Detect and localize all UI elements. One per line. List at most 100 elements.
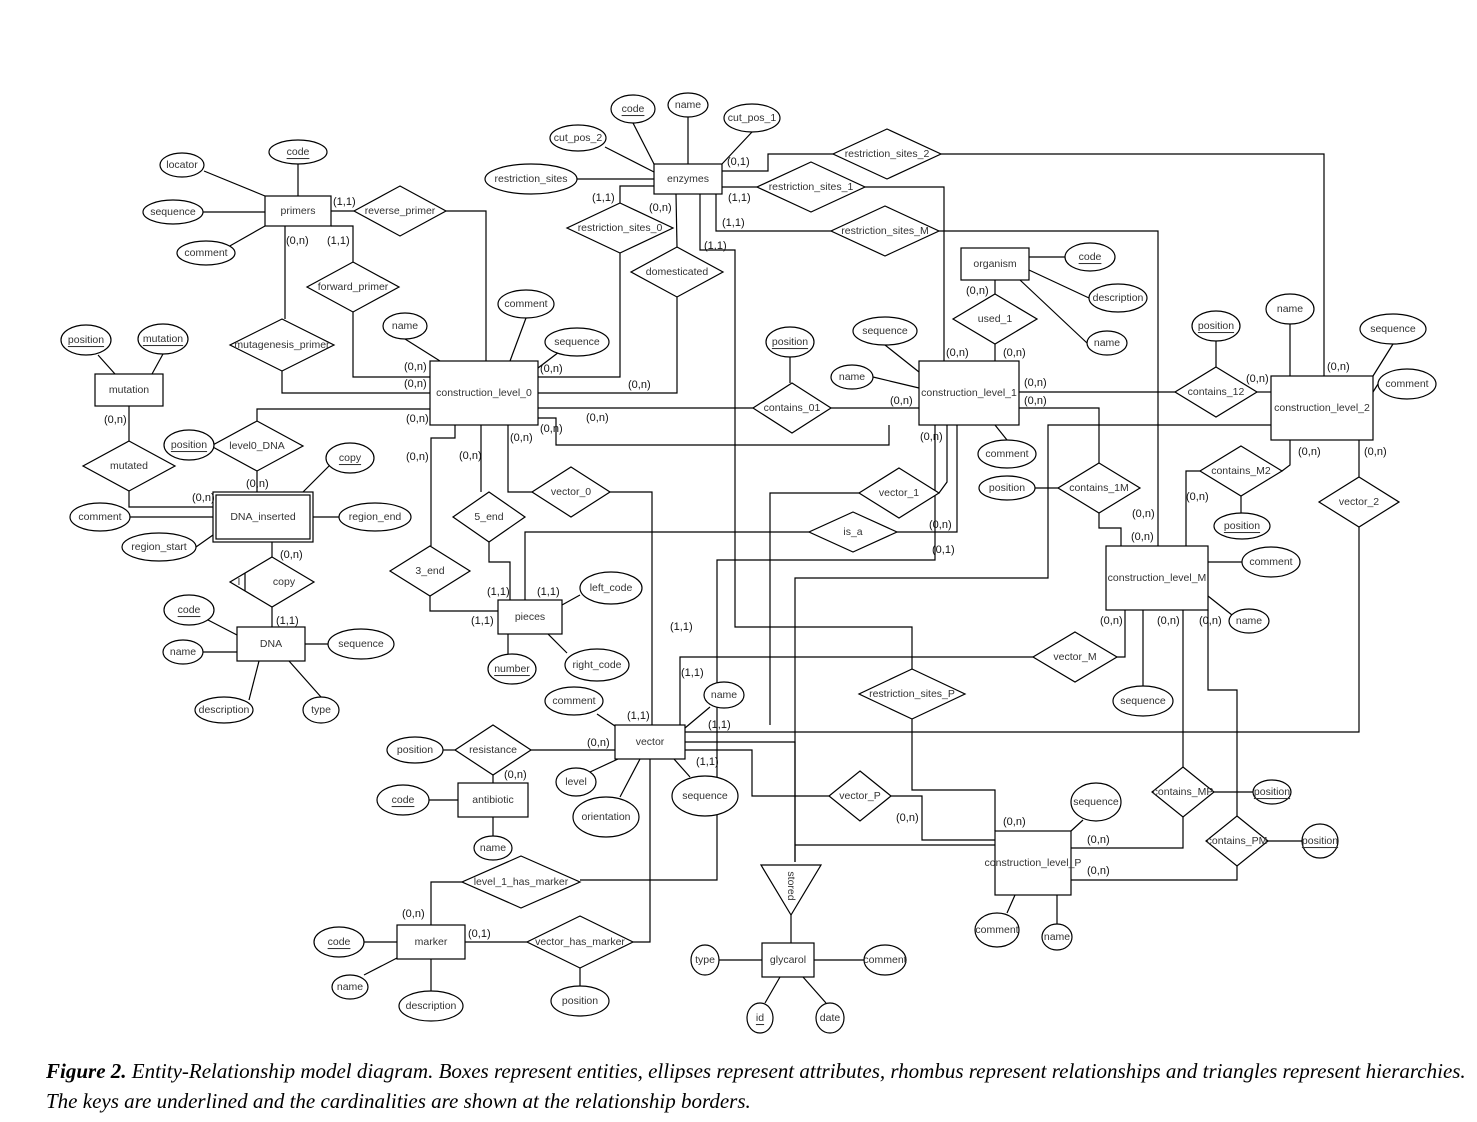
entity-glycerol[interactable]: glycarol: [761, 942, 815, 978]
attribute-vector-comment[interactable]: comment: [544, 686, 604, 716]
entity-construction-level-2[interactable]: construction_level_2: [1270, 375, 1374, 441]
attribute-construction-level-m-name[interactable]: name: [1228, 608, 1270, 634]
attribute-primers-code[interactable]: code: [268, 139, 328, 165]
attribute-organism-description[interactable]: description: [1088, 283, 1148, 313]
entity-antibiotic[interactable]: antibiotic: [457, 782, 529, 818]
attribute-construction-level-m-comment[interactable]: comment: [1241, 546, 1301, 578]
attribute-pieces-number[interactable]: number: [487, 653, 537, 685]
relationship-forward-primer[interactable]: forward_primer: [305, 261, 401, 313]
attribute-marker-description[interactable]: description: [398, 990, 464, 1022]
attribute-enzymes-code[interactable]: code: [610, 94, 656, 124]
entity-dna-inserted[interactable]: DNA_inserted: [212, 491, 314, 543]
entity-enzymes[interactable]: enzymes: [653, 163, 723, 195]
relationship-contains-1m[interactable]: contains_1M: [1056, 462, 1142, 514]
attribute-construction-level-0-name[interactable]: name: [382, 312, 428, 340]
entity-construction-level-1[interactable]: construction_level_1: [918, 360, 1020, 426]
attribute-pieces-right-code[interactable]: right_code: [564, 648, 630, 682]
attribute-organism-name[interactable]: name: [1086, 330, 1128, 356]
attribute-glycerol-date[interactable]: date: [815, 1002, 845, 1034]
attribute-pieces-left-code[interactable]: left_code: [579, 571, 643, 605]
entity-construction-level-p[interactable]: construction_level_P: [985, 830, 1082, 896]
attribute-primers-locator[interactable]: locator: [159, 152, 205, 178]
attribute-glycerol-type[interactable]: type: [690, 944, 720, 976]
relationship-restriction-sites-0[interactable]: restriction_sites_0: [565, 202, 675, 254]
relationship-used-1[interactable]: used_1: [951, 293, 1039, 345]
attribute-contains-1m-position[interactable]: position: [978, 475, 1036, 501]
relationship-contains-m2[interactable]: contains_M2: [1198, 445, 1284, 497]
attribute-primers-sequence[interactable]: sequence: [142, 199, 204, 225]
entity-primers[interactable]: primers: [264, 195, 332, 227]
relationship-resistance[interactable]: resistance: [453, 724, 533, 776]
attribute-vector-name[interactable]: name: [703, 681, 745, 709]
attribute-construction-level-1-name[interactable]: name: [830, 364, 874, 390]
attribute-construction-level-p-name[interactable]: name: [1041, 923, 1073, 951]
attribute-dna-description[interactable]: description: [194, 696, 254, 724]
attribute-construction-level-p-comment[interactable]: comment: [974, 912, 1020, 948]
relationship-level-1-has-marker[interactable]: level_1_has_marker: [460, 855, 582, 909]
attribute-contains-pm-position[interactable]: position: [1301, 823, 1339, 859]
attribute-vector-orientation[interactable]: orientation: [572, 796, 640, 838]
entity-pieces[interactable]: pieces: [497, 599, 563, 635]
attribute-marker-code[interactable]: code: [313, 926, 365, 958]
attribute-organism-code[interactable]: code: [1064, 242, 1116, 272]
attribute-dna-inserted-copy[interactable]: copy: [325, 442, 375, 474]
attribute-contains-m2-position[interactable]: position: [1213, 512, 1271, 540]
attribute-construction-level-0-sequence[interactable]: sequence: [544, 327, 610, 357]
relationship-restriction-sites-m[interactable]: restriction_sites_M: [829, 205, 941, 257]
relationship-vector-has-marker[interactable]: vector_has_marker: [525, 915, 635, 969]
attribute-enzymes-name[interactable]: name: [667, 92, 709, 118]
attribute-dna-code[interactable]: code: [163, 594, 215, 626]
attribute-mutation-mutation[interactable]: mutation: [137, 323, 189, 355]
relationship-contains-pm[interactable]: contains_PM: [1205, 815, 1269, 867]
hierarchy-stored[interactable]: stored: [759, 864, 823, 917]
relationship-3-end[interactable]: 3_end: [388, 545, 472, 597]
relationship-mutated[interactable]: mutated: [81, 440, 177, 492]
attribute-dna-inserted-region-start[interactable]: region_start: [121, 532, 197, 562]
relationship-vector-2[interactable]: vector_2: [1317, 476, 1401, 528]
attribute-enzymes-cut-pos-1[interactable]: cut_pos_1: [723, 103, 781, 133]
attribute-dna-type[interactable]: type: [302, 696, 340, 724]
relationship-5-end[interactable]: 5_end: [451, 491, 527, 543]
attribute-dna-inserted-comment[interactable]: comment: [69, 502, 131, 532]
relationship-is-a[interactable]: is_a: [807, 511, 899, 553]
attribute-glycerol-id[interactable]: id: [746, 1002, 774, 1034]
attribute-vector-has-marker-position[interactable]: position: [550, 985, 610, 1017]
attribute-construction-level-m-sequence[interactable]: sequence: [1112, 685, 1174, 717]
attribute-glycerol-comment[interactable]: comment: [863, 944, 907, 976]
attribute-construction-level-0-comment[interactable]: comment: [497, 289, 555, 319]
attribute-primers-comment[interactable]: comment: [176, 240, 236, 266]
entity-mutation[interactable]: mutation: [94, 373, 164, 407]
attribute-level0-dna-position[interactable]: position: [163, 429, 215, 461]
entity-vector[interactable]: vector: [614, 724, 686, 760]
relationship-level0-dna[interactable]: level0_DNA: [209, 420, 305, 472]
attribute-contains-01-position[interactable]: position: [765, 326, 815, 358]
attribute-vector-level[interactable]: level: [555, 767, 597, 797]
attribute-construction-level-1-sequence[interactable]: sequence: [852, 316, 918, 346]
attribute-antibiotic-code[interactable]: code: [376, 784, 430, 816]
relationship-domesticated[interactable]: domesticated: [629, 246, 725, 298]
relationship-reverse-primer[interactable]: reverse_primer: [352, 185, 448, 237]
relationship-contains-12[interactable]: contains_12: [1173, 366, 1259, 418]
attribute-contains-mp-position[interactable]: position: [1252, 779, 1292, 805]
entity-organism[interactable]: organism: [960, 247, 1030, 281]
relationship-vector-p[interactable]: vector_P: [828, 770, 892, 822]
relationship-restriction-sites-p[interactable]: restriction_sites_P: [857, 668, 967, 720]
relationship-vector-1[interactable]: vector_1: [857, 467, 941, 519]
entity-marker[interactable]: marker: [396, 924, 466, 960]
relationship-restriction-sites-2[interactable]: restriction_sites_2: [831, 128, 943, 180]
attribute-dna-sequence[interactable]: sequence: [327, 628, 395, 660]
attribute-construction-level-1-comment[interactable]: comment: [977, 439, 1037, 469]
attribute-antibiotic-name[interactable]: name: [473, 835, 513, 861]
entity-construction-level-0[interactable]: construction_level_0: [429, 360, 539, 426]
attribute-dna-inserted-region-end[interactable]: region_end: [338, 502, 412, 532]
attribute-construction-level-2-comment[interactable]: comment: [1377, 368, 1437, 400]
entity-construction-level-m[interactable]: construction_level_M: [1105, 545, 1209, 611]
entity-dna[interactable]: DNA: [236, 626, 306, 662]
attribute-construction-level-p-sequence[interactable]: sequence: [1070, 782, 1122, 822]
attribute-resistance-position[interactable]: position: [386, 736, 444, 764]
attribute-construction-level-2-name[interactable]: name: [1265, 293, 1315, 325]
attribute-vector-sequence[interactable]: sequence: [671, 775, 739, 817]
attribute-contains-12-position[interactable]: position: [1191, 310, 1241, 342]
attribute-construction-level-2-sequence[interactable]: sequence: [1359, 313, 1427, 345]
